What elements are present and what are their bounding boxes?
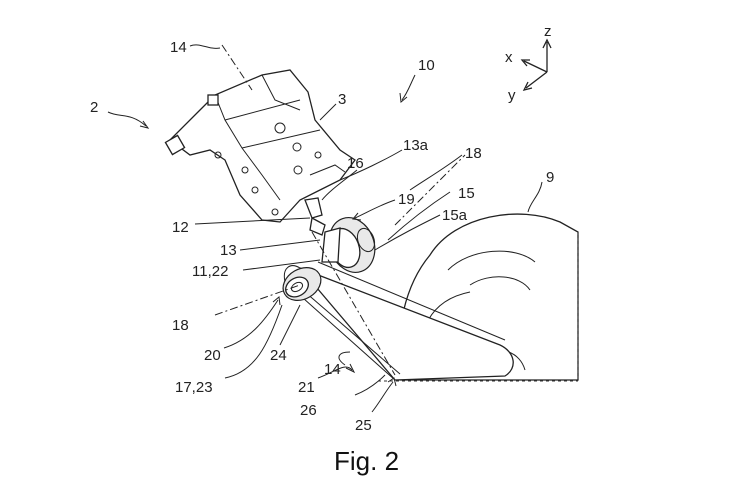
label-13a: 13a xyxy=(403,137,429,154)
label-12: 12 xyxy=(172,219,189,236)
coordinate-axes: z x y xyxy=(505,23,552,104)
label-19: 19 xyxy=(398,191,415,208)
axis-line-18-right xyxy=(394,154,466,226)
label-15a: 15a xyxy=(442,207,468,224)
wheel-15 xyxy=(321,217,376,273)
label-25: 25 xyxy=(355,417,372,434)
label-14-top: 14 xyxy=(170,39,187,56)
label-24: 24 xyxy=(270,347,287,364)
axis-label-y: y xyxy=(508,87,516,104)
label-17-23: 17,23 xyxy=(175,379,213,396)
label-20: 20 xyxy=(204,347,221,364)
actuator-housing-3 xyxy=(164,69,356,236)
label-13: 13 xyxy=(220,242,237,259)
label-10: 10 xyxy=(418,57,435,74)
figure-caption: Fig. 2 xyxy=(334,446,399,476)
label-18-left: 18 xyxy=(172,317,189,334)
label-2: 2 xyxy=(90,99,98,116)
label-15: 15 xyxy=(458,185,475,202)
label-11-22: 11,22 xyxy=(192,263,228,280)
reference-labels: 2 14 3 10 13a 18 16 9 19 15 15a 12 13 11… xyxy=(90,39,554,434)
label-18-right: 18 xyxy=(465,145,482,162)
pulley-24 xyxy=(282,267,322,301)
label-14-bottom: 14 xyxy=(324,361,341,378)
label-26: 26 xyxy=(300,402,317,419)
label-21: 21 xyxy=(298,379,315,396)
label-3: 3 xyxy=(338,91,346,108)
label-9: 9 xyxy=(546,169,554,186)
leader-lines xyxy=(107,44,543,413)
axis-label-x: x xyxy=(505,49,513,66)
axis-line-18-left xyxy=(214,284,301,316)
axis-line-14 xyxy=(311,231,396,376)
axis-label-z: z xyxy=(544,23,552,40)
axis-line-14-top xyxy=(221,44,253,91)
label-16: 16 xyxy=(347,155,364,172)
